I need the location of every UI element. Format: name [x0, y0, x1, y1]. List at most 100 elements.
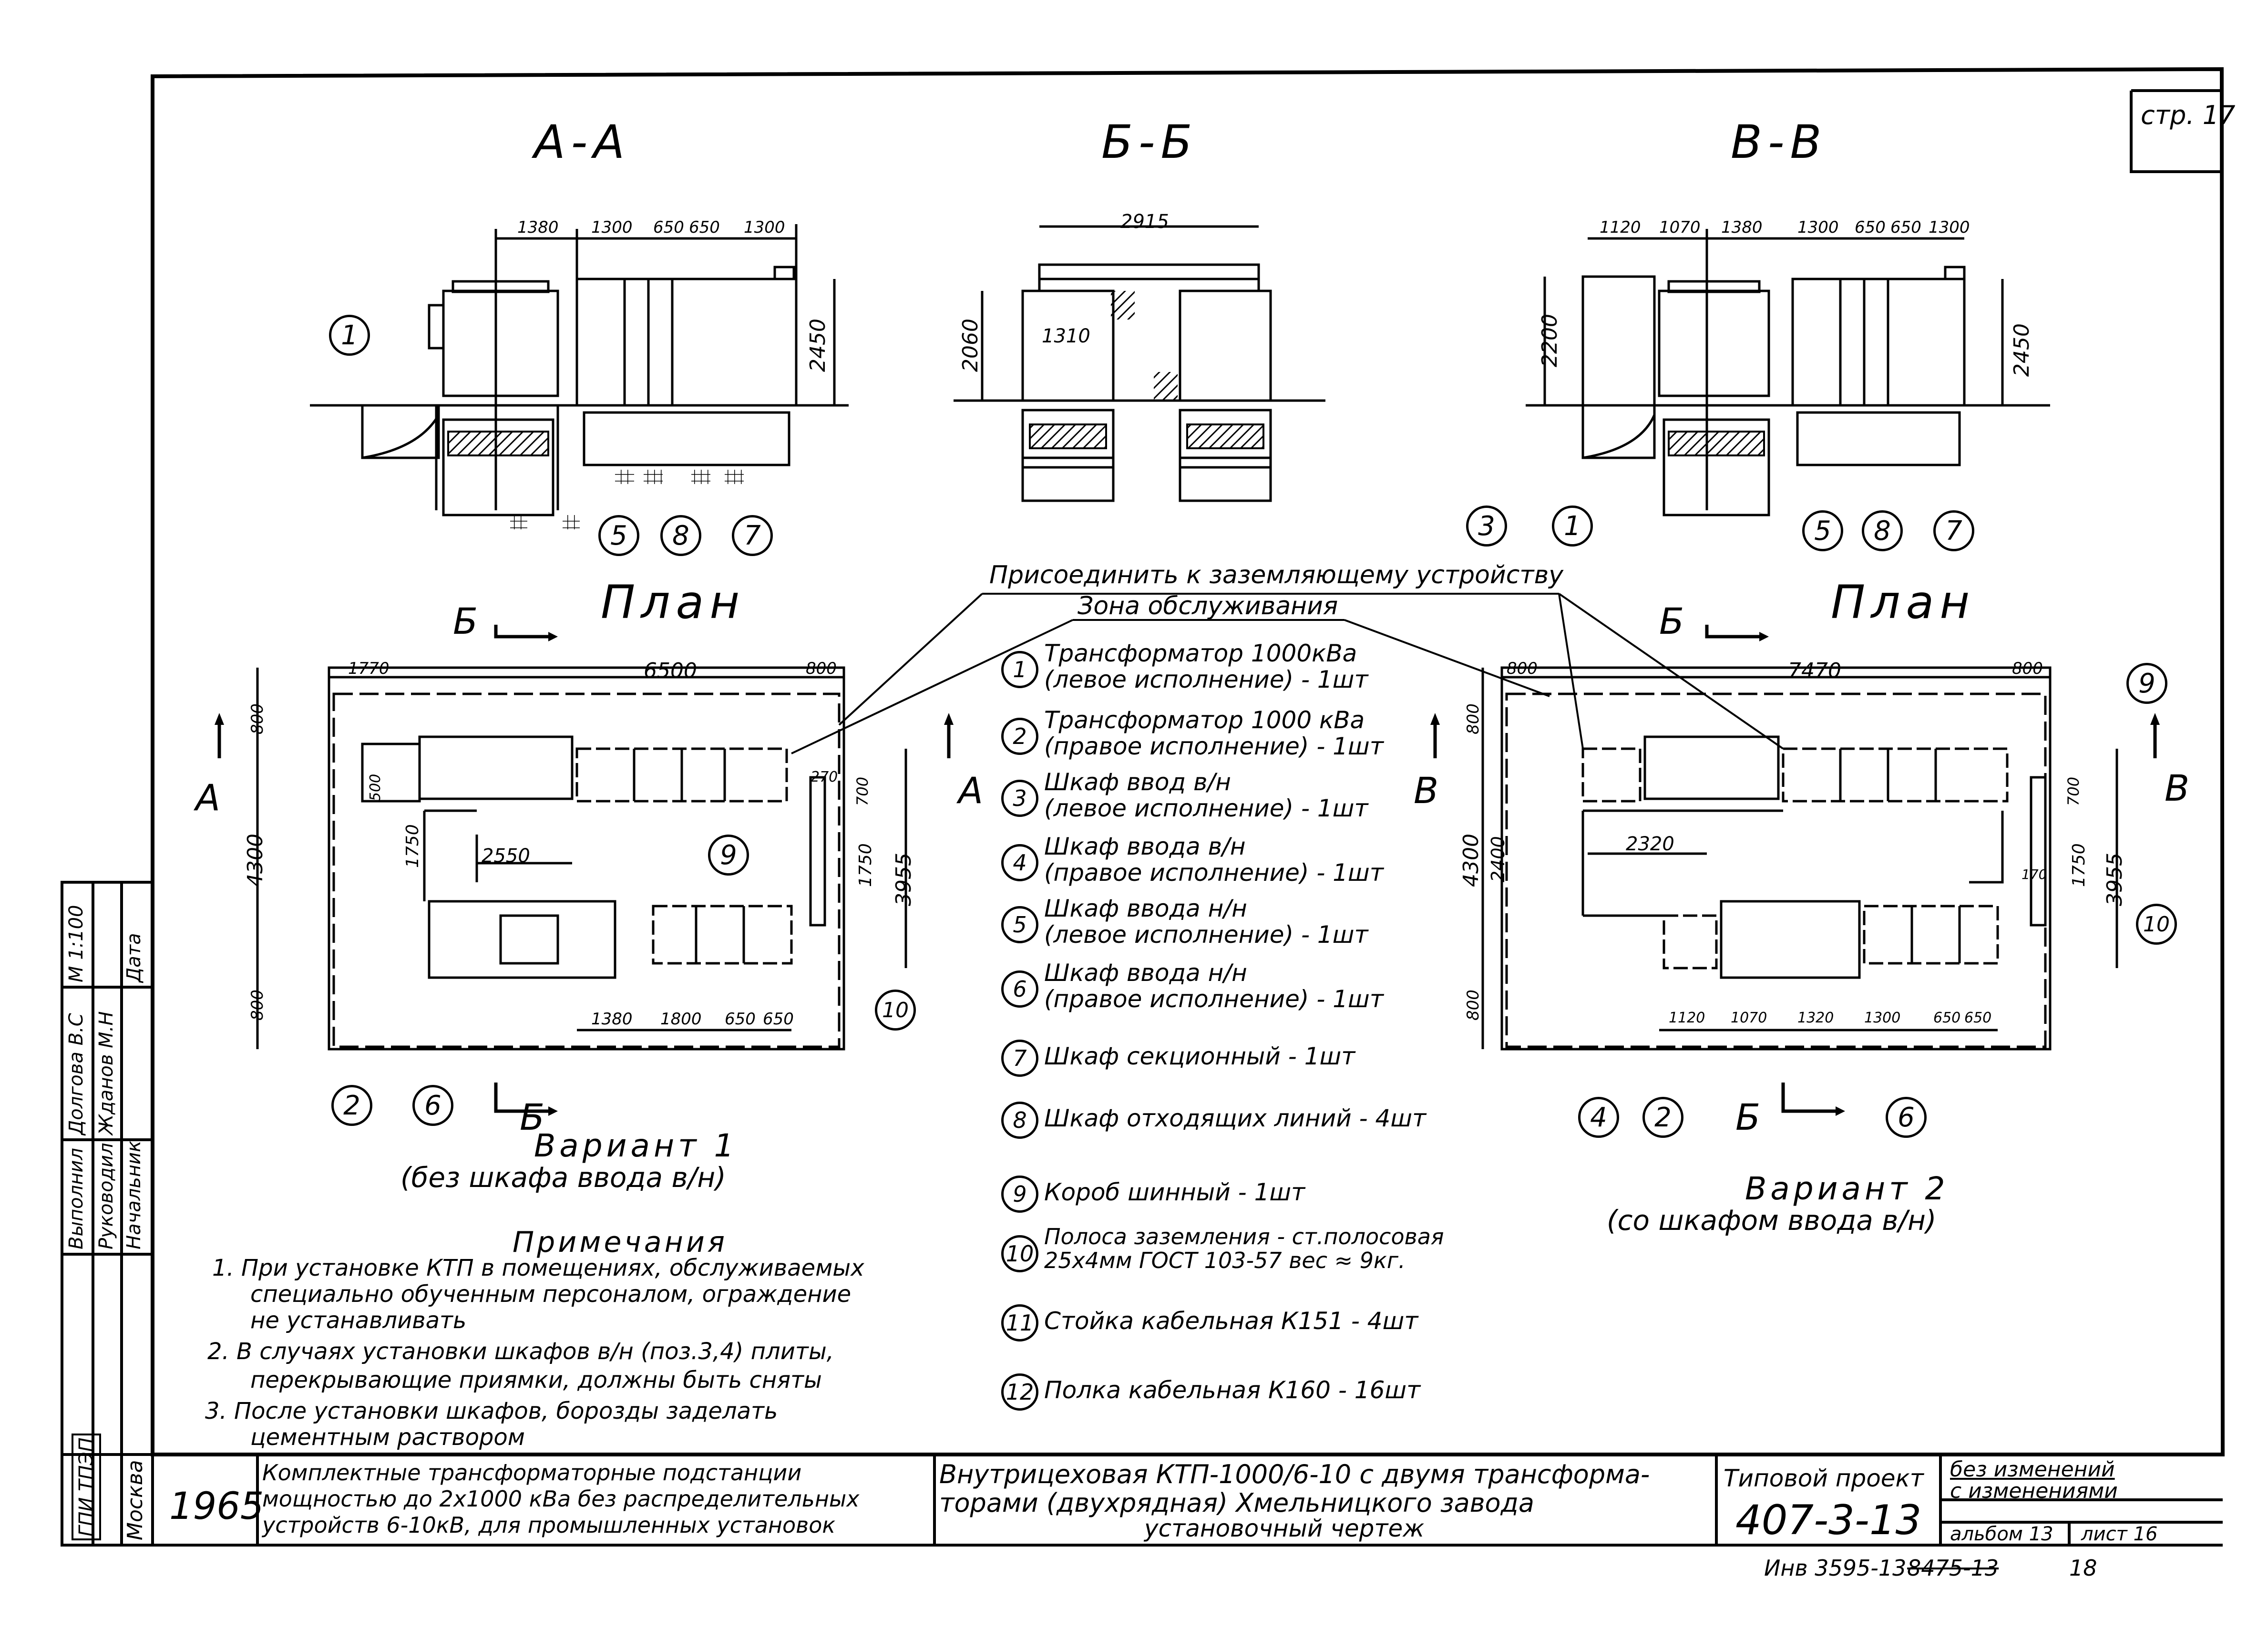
dim-vv-2: 1070: [1659, 218, 1701, 237]
tb-desc-2: мощностью до 2х1000 кВа без распределите…: [262, 1486, 860, 1512]
stamp-row-2: Руководил: [95, 1143, 117, 1249]
plan-2-cut-v-right: В: [2165, 767, 2190, 809]
variant-1-subtitle: (без шкафа ввода в/н): [400, 1161, 726, 1194]
dim-p2-2: 7470: [1788, 659, 1841, 683]
note-line-6: 3. После установки шкафов, борозды задел…: [205, 1398, 778, 1424]
note-line-4: 2. В случаях установки шкафов в/н (поз.3…: [207, 1338, 834, 1365]
legend-number: 12: [1001, 1373, 1038, 1411]
page-number: стр. 17: [2141, 100, 2236, 130]
variant-2-title: Вариант 2: [1745, 1170, 1949, 1207]
legend-text-line2: 25х4мм ГОСТ 103-57 вес ≈ 9кг.: [1044, 1248, 1406, 1273]
tb-inventory-struck: 8475-13: [1907, 1555, 1999, 1581]
stamp-org-logo: ГПИ ТПЭП: [72, 1434, 101, 1540]
legend-number: 8: [1001, 1102, 1038, 1139]
legend-number: 4: [1001, 844, 1038, 881]
dim-p2-17: 650: [1933, 1010, 1961, 1026]
legend-number: 6: [1001, 970, 1038, 1008]
legend-text-line1: Шкаф ввод в/н: [1044, 768, 1231, 796]
dim-bb-3: 1310: [1042, 325, 1090, 347]
legend-text-line1: Шкаф ввода н/н: [1044, 895, 1247, 922]
dim-p1-11: 1750: [856, 843, 875, 887]
dim-p2-18: 650: [1964, 1010, 1992, 1026]
note-line-7: цементным раствором: [250, 1424, 525, 1451]
dim-p1-4: 800: [248, 703, 267, 734]
dim-p1-1: 1770: [348, 659, 390, 678]
tb-sheet: лист 16: [2081, 1523, 2158, 1545]
callout-7-vv: 7: [1933, 510, 1974, 551]
legend-text-line1: Шкаф ввода в/н: [1044, 833, 1246, 860]
dim-p2-10: 1750: [2069, 843, 2089, 887]
variant-1-title: Вариант 1: [534, 1127, 738, 1164]
plan-1-cut-a-left: А: [195, 776, 220, 819]
plan-2-cut-b-top: Б: [1659, 600, 1684, 642]
leader-lines: [791, 593, 1784, 754]
section-aa-ground-hatching: [510, 470, 744, 529]
plan-2-cut-v-left: В: [1414, 769, 1439, 812]
callout-3-vv: 3: [1466, 506, 1507, 547]
dim-vv-8: 2200: [1538, 314, 1562, 367]
section-vv-title: В-В: [1731, 115, 1827, 169]
dim-p2-4: 800: [1464, 703, 1483, 734]
dim-p2-13: 1120: [1669, 1010, 1705, 1026]
dim-aa-3: 650: [653, 218, 684, 237]
tb-project-number: 407-3-13: [1735, 1496, 1922, 1544]
dim-p1-14: 1380: [591, 1010, 633, 1029]
notes-title: Примечания: [513, 1226, 728, 1259]
legend-number: 9: [1001, 1176, 1038, 1213]
plan-2-arrows: [1430, 632, 2160, 1116]
variant-2-subtitle: (со шкафом ввода в/н): [1607, 1204, 1937, 1237]
stamp-name-2: Жданов М.Н: [95, 1011, 117, 1135]
legend-text-line2: (левое исполнение) - 1шт: [1044, 921, 1368, 949]
callout-4-p2: 4: [1578, 1097, 1619, 1138]
legend-text-line1: Трансформатор 1000кВа: [1044, 640, 1357, 667]
service-zone: Зона обслуживания: [1078, 592, 1338, 620]
dim-bb-1: 2915: [1120, 211, 1169, 233]
dim-p1-12: 3955: [892, 853, 916, 906]
dim-p1-7: 1750: [403, 824, 422, 868]
dim-bb-2: 2060: [958, 319, 983, 372]
plan-2: [1481, 666, 2118, 1051]
plan-1-title: План: [601, 576, 746, 629]
dim-vv-3: 1380: [1721, 218, 1763, 237]
dim-p2-1: 800: [1507, 659, 1538, 678]
callout-10-p1: 10: [875, 990, 916, 1031]
dim-p1-9: 270: [811, 769, 838, 785]
stamp-row-3: Выполнил: [65, 1148, 87, 1249]
section-bb-title: Б-Б: [1101, 115, 1198, 169]
legend-text-line2: (левое исполнение) - 1шт: [1044, 794, 1368, 822]
dim-p1-15: 1800: [660, 1010, 702, 1029]
legend-text-line1: Трансформатор 1000 кВа: [1044, 706, 1365, 734]
plan-1-cut-a-right: А: [958, 769, 983, 812]
tb-year: 1965: [169, 1485, 264, 1528]
tb-desc-3: устройств 6-10кВ, для промышленных устан…: [262, 1512, 836, 1538]
dim-p1-17: 650: [763, 1010, 794, 1029]
dim-p1-13: 500: [367, 774, 384, 801]
dim-vv-5: 650: [1855, 218, 1886, 237]
tb-inventory: Инв 3595-13: [1764, 1555, 1907, 1581]
legend-number: 1: [1001, 651, 1038, 688]
callout-1-vv: 1: [1552, 506, 1593, 547]
dim-p2-8: 2320: [1626, 833, 1674, 855]
dim-p2-15: 1320: [1797, 1010, 1834, 1026]
legend-text-line2: (правое исполнение) - 1шт: [1044, 732, 1384, 760]
section-aa: [310, 224, 849, 516]
dim-aa-5: 1300: [744, 218, 785, 237]
dim-p2-14: 1070: [1731, 1010, 1767, 1026]
callout-2-p1: 2: [331, 1085, 372, 1126]
dim-vv-9: 2450: [2010, 323, 2034, 377]
callout-2-p2: 2: [1642, 1097, 1683, 1138]
note-line-2: специально обученным персоналом, огражде…: [250, 1281, 852, 1308]
stamp-name-3: Долгова В.С: [65, 1013, 87, 1135]
legend-text-line1: Полка кабельная К160 - 16шт: [1044, 1376, 1421, 1404]
legend-text-line1: Шкаф секционный - 1шт: [1044, 1042, 1355, 1070]
note-line-1: 1. При установке КТП в помещениях, обслу…: [212, 1255, 864, 1281]
dim-p1-5: 4300: [243, 834, 267, 887]
tb-main-1: Внутрицеховая КТП-1000/6-10 с двумя тран…: [939, 1459, 1650, 1489]
section-bb: [954, 225, 1325, 502]
callout-8-vv: 8: [1862, 510, 1903, 551]
page-number-box: [2130, 89, 2222, 173]
tb-main-2: торами (двухрядная) Хмельницкого завода: [939, 1488, 1534, 1518]
legend-number: 2: [1001, 718, 1038, 755]
tb-project-label: Типовой проект: [1724, 1465, 1924, 1492]
legend-number: 10: [1001, 1235, 1038, 1272]
